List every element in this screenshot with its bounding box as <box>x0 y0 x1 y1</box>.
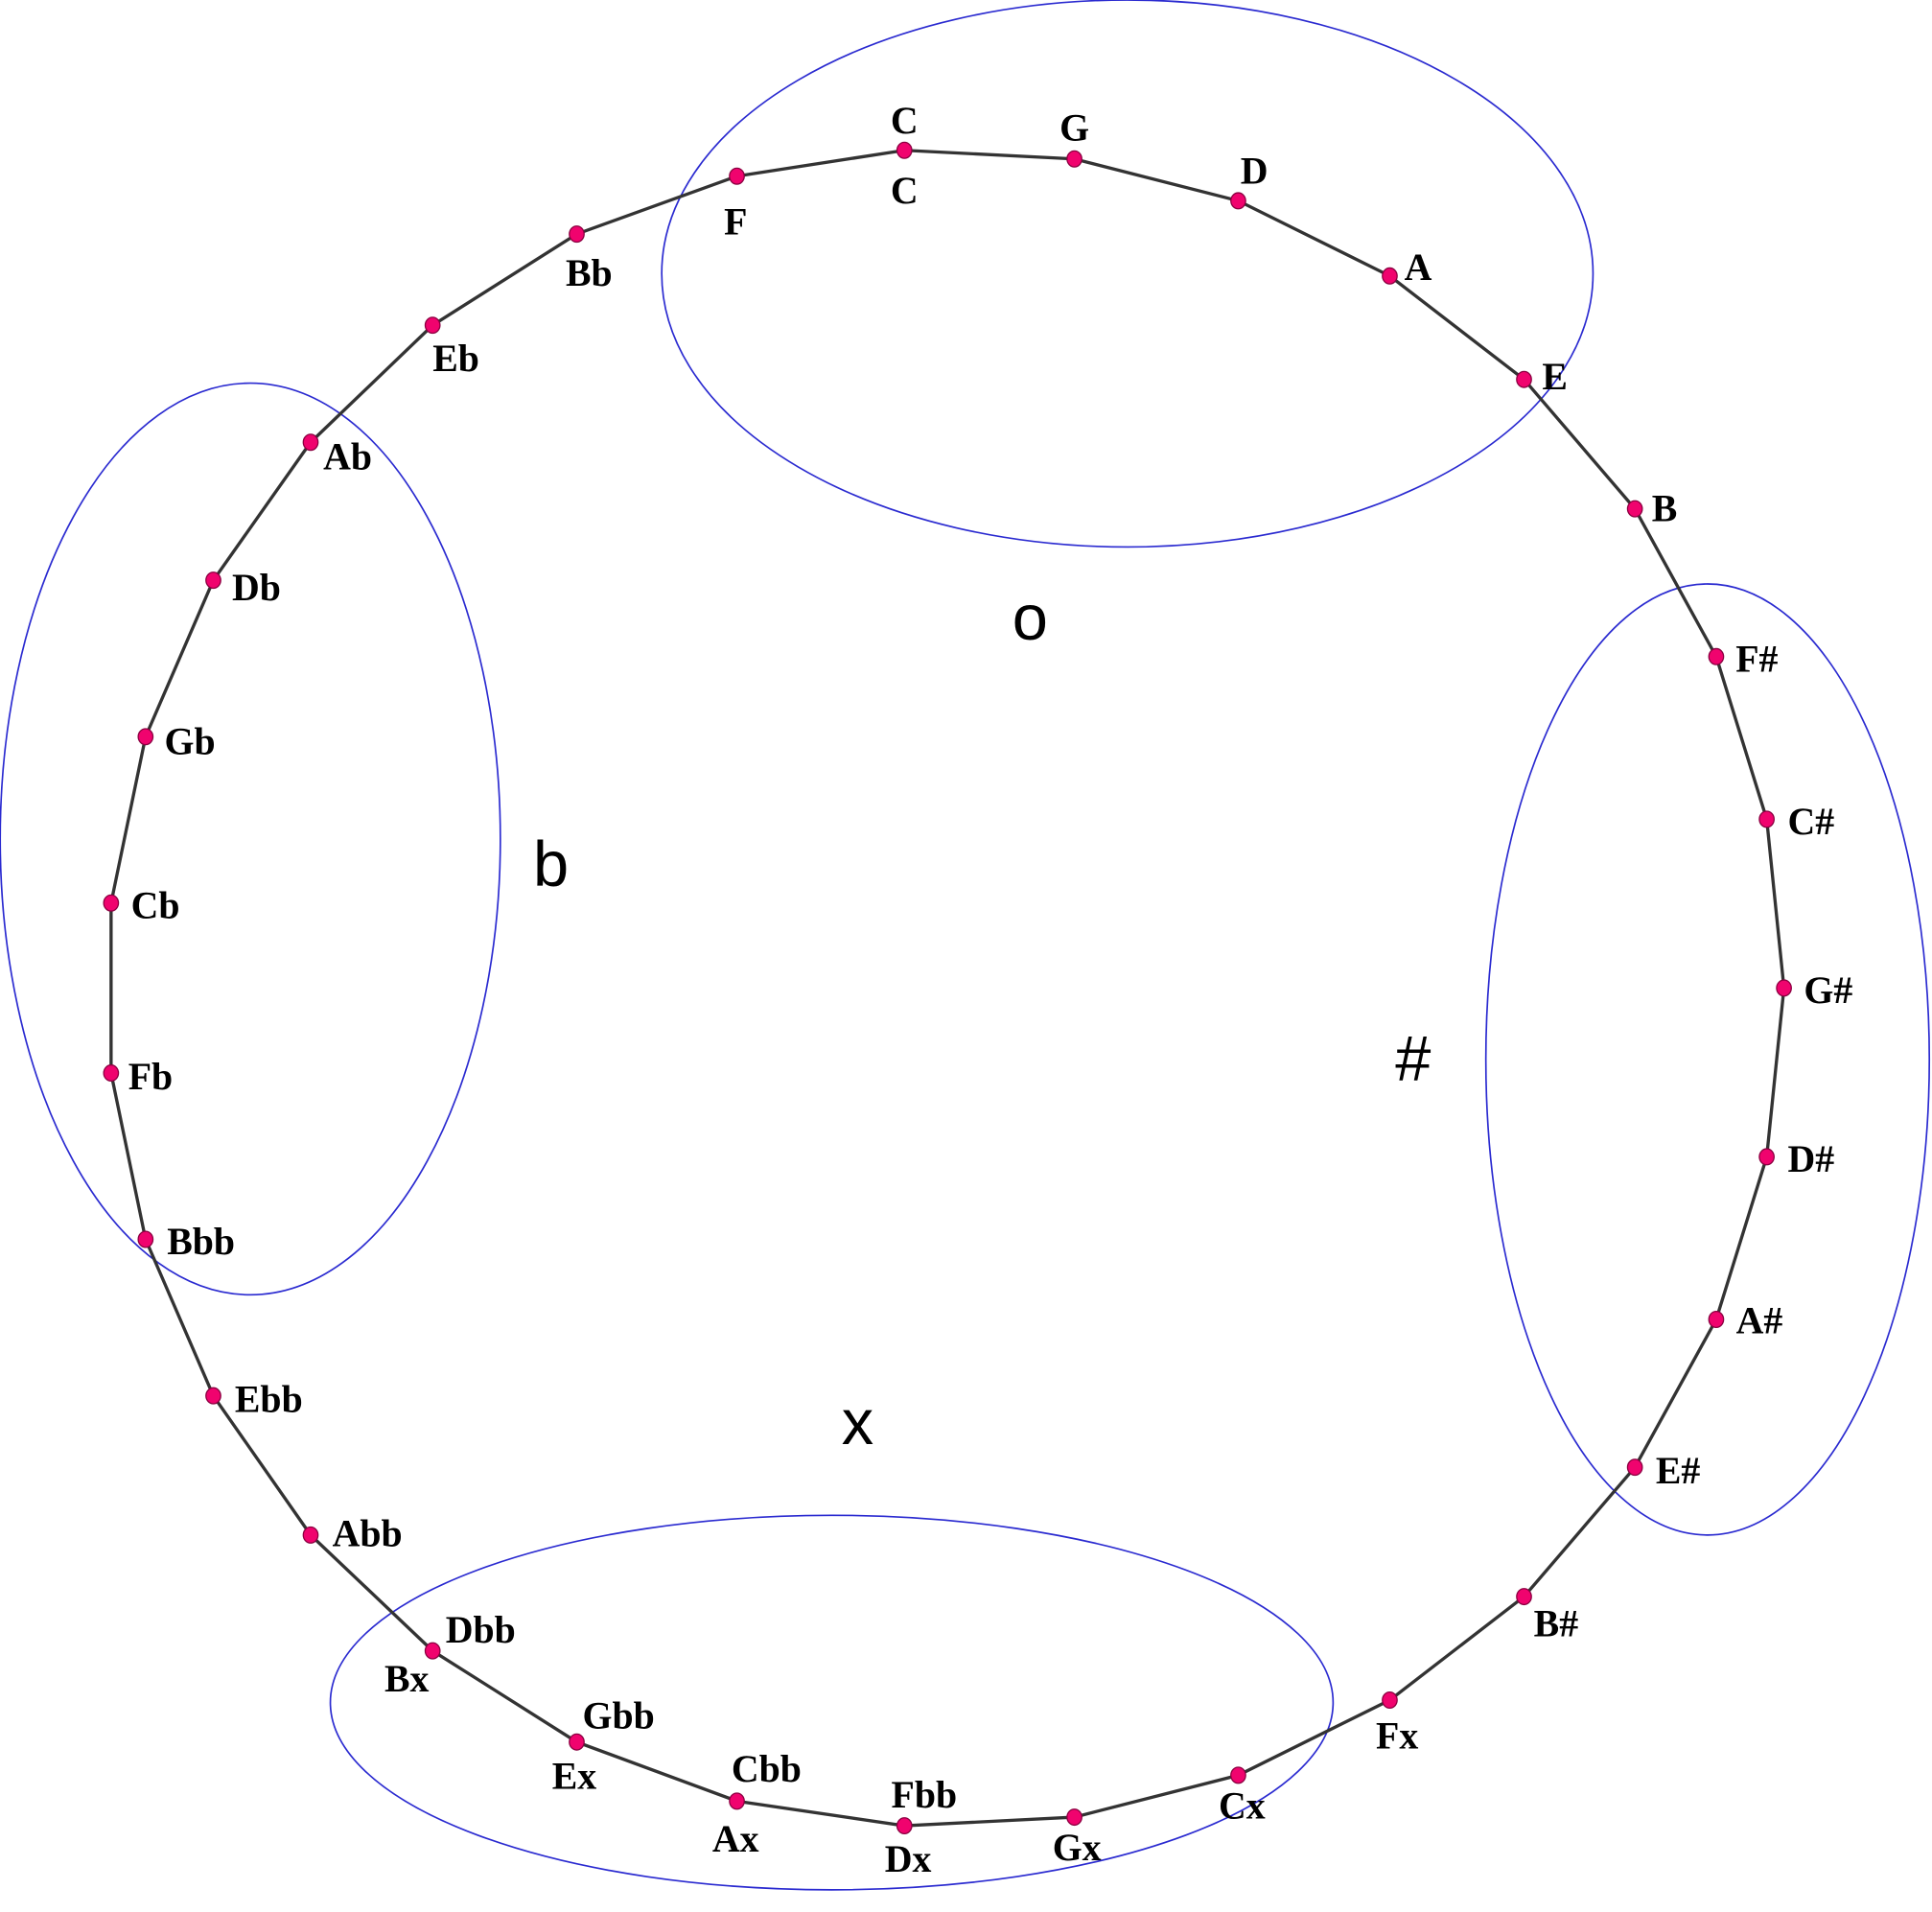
note-node <box>205 1387 221 1405</box>
note-label: Ab <box>323 436 372 478</box>
note-node <box>205 571 221 590</box>
note-label: Eb <box>432 338 479 380</box>
note-label: F# <box>1735 638 1778 680</box>
note-node <box>729 167 745 185</box>
note-label: A <box>1405 246 1432 289</box>
note-node <box>896 141 913 159</box>
note-label: E <box>1542 356 1568 398</box>
note-node <box>729 1792 745 1810</box>
note-label: Cbb <box>732 1748 802 1790</box>
note-node <box>1626 1458 1643 1477</box>
note-label: F <box>724 200 747 243</box>
note-node <box>896 1817 913 1835</box>
note-node <box>1382 267 1398 285</box>
note-label: Bbb <box>167 1221 235 1263</box>
double-sharp-group-ellipse <box>329 1514 1335 1891</box>
note-label: G# <box>1804 969 1852 1012</box>
note-label: Abb <box>333 1513 403 1555</box>
region-label-sharp: # <box>1395 1024 1431 1095</box>
note-node <box>1776 979 1792 997</box>
region-label-double-sharp: x <box>842 1387 873 1458</box>
note-label: Gx <box>1053 1827 1102 1869</box>
note-label: Dx <box>885 1838 932 1880</box>
note-node <box>302 433 319 452</box>
note-label: Bx <box>384 1658 430 1700</box>
note-node <box>1230 1766 1246 1784</box>
note-node <box>137 1230 154 1248</box>
note-node <box>103 1064 120 1083</box>
note-label: Fb <box>128 1056 173 1098</box>
natural-group-ellipse <box>661 0 1594 548</box>
note-node <box>1758 810 1775 828</box>
note-label: B <box>1652 488 1678 530</box>
note-label: Fx <box>1376 1714 1418 1757</box>
note-node <box>424 1642 441 1660</box>
sharp-group-ellipse <box>1484 583 1931 1536</box>
note-label: Bb <box>566 252 613 294</box>
note-label: D# <box>1788 1138 1835 1180</box>
note-label: A# <box>1736 1299 1783 1341</box>
note-label: B# <box>1534 1602 1579 1644</box>
note-label: Cb <box>131 884 180 926</box>
note-label: Cx <box>1219 1785 1266 1828</box>
note-label: Gb <box>165 720 216 762</box>
note-label: C <box>891 100 919 142</box>
note-label: Ax <box>712 1818 759 1860</box>
note-node <box>1516 370 1532 388</box>
note-node <box>569 225 585 244</box>
note-label: Ex <box>552 1756 597 1798</box>
note-label: C# <box>1788 801 1835 843</box>
note-label: Ebb <box>235 1379 303 1421</box>
note-label: Fbb <box>892 1774 958 1816</box>
note-node <box>424 316 441 335</box>
note-node <box>302 1526 319 1544</box>
note-label: C <box>891 170 919 212</box>
note-node <box>569 1733 585 1751</box>
note-node <box>1230 192 1246 210</box>
note-node <box>103 894 120 912</box>
note-label: E# <box>1656 1450 1701 1492</box>
region-label-natural: o <box>1013 583 1048 654</box>
note-node <box>137 728 154 746</box>
note-node <box>1758 1148 1775 1166</box>
note-node <box>1626 500 1643 518</box>
region-label-flat: b <box>533 829 569 900</box>
note-node <box>1066 1808 1082 1827</box>
note-node <box>1382 1691 1398 1710</box>
note-node <box>1516 1588 1532 1606</box>
note-label: G <box>1059 107 1089 150</box>
note-label: Gbb <box>583 1695 655 1737</box>
note-label: Db <box>232 567 281 609</box>
note-label: D <box>1241 151 1269 193</box>
flat-group-ellipse <box>0 382 501 1296</box>
note-node <box>1066 150 1082 168</box>
note-node <box>1708 647 1725 665</box>
fifths-path <box>109 149 1786 1828</box>
note-label: Dbb <box>446 1609 516 1651</box>
note-node <box>1708 1311 1725 1329</box>
